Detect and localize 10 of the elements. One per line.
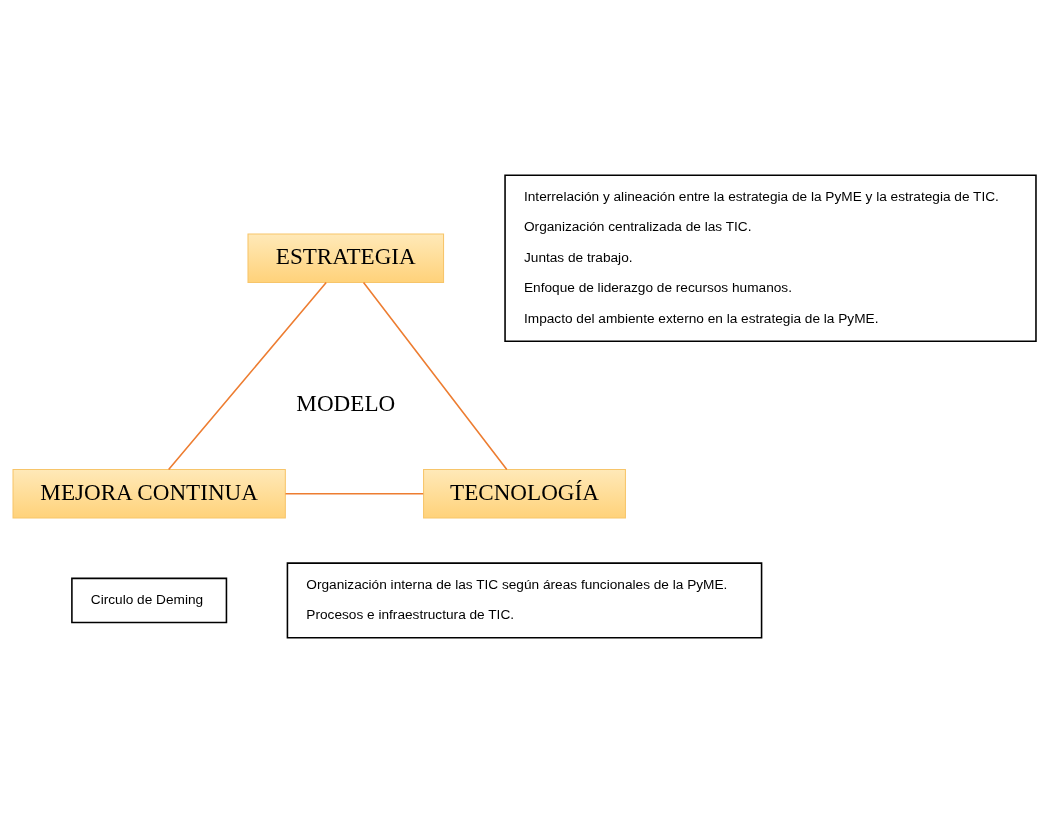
connector: [284, 492, 424, 495]
node-box: TECNOLOGÍA: [423, 469, 626, 519]
connector: [167, 281, 327, 471]
node-box: Interrelación y alineación entre la estrategia de la PyME y la estrategia de TIC. Organización centralizada de las TIC. Juntas de trabajo. Enfoque de liderazgo de recursos humanos. Impacto del ambiente externo en la estrategia de la PyME.: [504, 174, 1037, 343]
node-box: MEJORA CONTINUA: [12, 469, 286, 519]
node-box: Circulo de Deming: [71, 577, 228, 624]
node-box: Organización interna de las TIC según áreas funcionales de la PyME. Procesos e infraestructura de TIC.: [286, 562, 763, 639]
connector: [362, 281, 508, 471]
node-box: ESTRATEGIA: [247, 233, 445, 283]
label: MODELO: [296, 390, 396, 417]
